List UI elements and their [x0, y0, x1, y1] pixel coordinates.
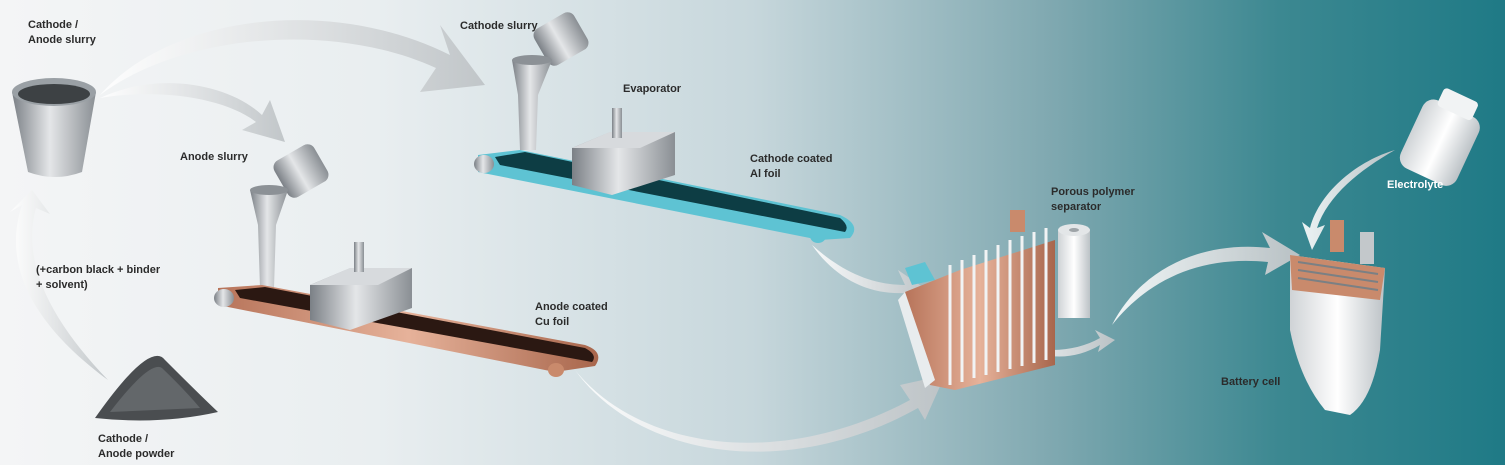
- cathode-slurry-can-icon: [533, 12, 589, 66]
- cathode-coating-line: [474, 12, 855, 243]
- arrow-cup-to-cathode: [100, 20, 485, 95]
- battery-cell-label: Battery cell: [1221, 376, 1281, 388]
- anode-slurry-label: Anode slurry: [180, 151, 248, 163]
- arrow-electrolyte-to-cell: [1302, 150, 1395, 250]
- flow-arrows: [10, 20, 1395, 452]
- powder-label: Cathode / Anode powder: [98, 433, 175, 460]
- arrow-powder-to-cup: [10, 190, 108, 380]
- slurry-cup-icon: [12, 78, 96, 177]
- cathode-hopper-icon: [512, 55, 552, 150]
- cathode-coated-label: Cathode coated Al foil: [750, 153, 833, 180]
- anode-slurry-can-icon: [273, 144, 329, 198]
- anode-coated-label: Anode coated Cu foil: [535, 301, 608, 328]
- electrolyte-bottle-icon: [1399, 88, 1480, 186]
- anode-coating-line: [214, 144, 599, 377]
- anode-evaporator-icon: [310, 242, 412, 330]
- electrode-stack-icon: [898, 210, 1090, 390]
- cathode-slurry-label: Cathode slurry: [460, 20, 538, 32]
- electrolyte-label: Electrolyte: [1387, 179, 1444, 191]
- powder-pile-icon: [95, 355, 218, 421]
- evaporator-icon: [572, 108, 675, 195]
- separator-roll-icon: [1058, 224, 1090, 318]
- arrow-anode-to-stack: [575, 370, 945, 452]
- anode-hopper-icon: [250, 185, 288, 288]
- slurry-cup-label: Cathode / Anode slurry: [28, 19, 96, 46]
- arrow-cathode-to-stack: [812, 245, 930, 305]
- evaporator-label: Evaporator: [623, 83, 682, 95]
- arrow-cup-to-anode: [100, 83, 285, 142]
- arrow-stack-to-cell: [1112, 232, 1300, 325]
- additives-label: (+carbon black + binder + solvent): [36, 264, 161, 291]
- separator-label: Porous polymer separator: [1051, 186, 1135, 213]
- battery-cell-icon: [1290, 220, 1385, 415]
